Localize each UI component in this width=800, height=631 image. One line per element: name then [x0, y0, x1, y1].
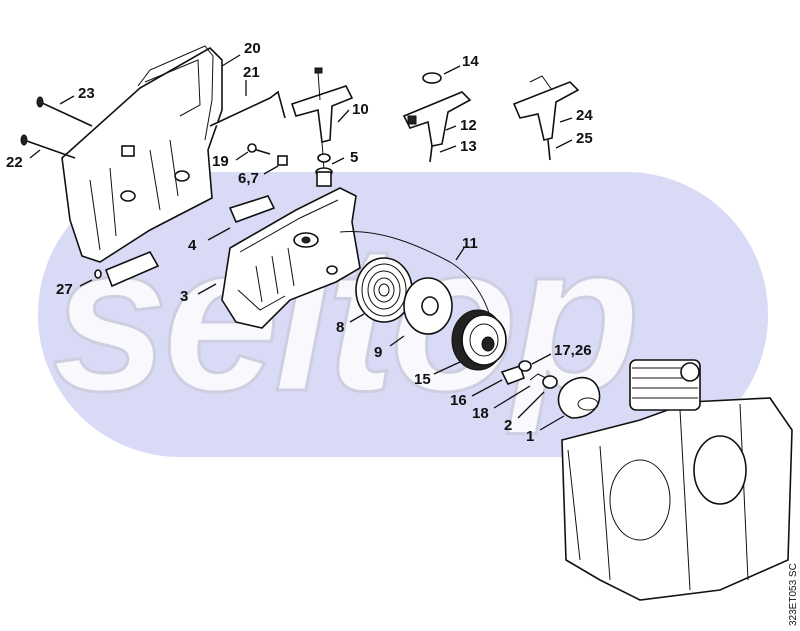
hex-key-21 — [209, 90, 286, 127]
callout-8: 8 — [336, 319, 344, 336]
plate-27 — [94, 250, 160, 288]
callout-16: 16 — [450, 392, 467, 409]
washer-17-26 — [518, 360, 532, 372]
fan-housing-3 — [221, 187, 361, 329]
starter-grip-10 — [290, 67, 354, 171]
callout-5: 5 — [350, 149, 358, 166]
callout-1: 1 — [526, 428, 534, 445]
leader-lines — [29, 54, 573, 431]
callout-17-26: 17,26 — [554, 342, 592, 359]
callout-3: 3 — [180, 288, 188, 305]
grommet-5 — [315, 167, 333, 187]
rope-rotor-15 — [451, 309, 507, 371]
callout-24: 24 — [576, 107, 593, 124]
callout-21: 21 — [243, 64, 260, 81]
engine-crankcase — [561, 359, 793, 601]
callout-13: 13 — [460, 138, 477, 155]
cap-1 — [557, 376, 601, 419]
rewind-spring-8 — [355, 257, 413, 323]
spring-18 — [529, 373, 547, 381]
nut-2 — [542, 375, 558, 389]
starter-grip-12 — [402, 72, 472, 163]
starter-grip-24 — [512, 75, 580, 161]
screw-23 — [36, 96, 93, 127]
callout-10: 10 — [352, 101, 369, 118]
callout-20: 20 — [244, 40, 261, 57]
callout-2: 2 — [504, 417, 512, 434]
callout-6-7: 6,7 — [238, 170, 259, 187]
callout-15: 15 — [414, 371, 431, 388]
callout-23: 23 — [78, 85, 95, 102]
screw-19 — [247, 143, 271, 155]
top-cover-part — [61, 45, 223, 263]
callout-12: 12 — [460, 117, 477, 134]
screw-22 — [20, 134, 76, 159]
rope-11 — [339, 230, 491, 317]
callout-22: 22 — [6, 154, 23, 171]
callout-27: 27 — [56, 281, 73, 298]
callout-11: 11 — [462, 235, 478, 252]
plate-4 — [228, 195, 276, 224]
callout-19: 19 — [212, 153, 229, 170]
callout-25: 25 — [576, 130, 593, 147]
callout-4: 4 — [188, 237, 197, 254]
watermark: seltop — [52, 200, 634, 435]
drawing-code: 323ET053 SC — [788, 563, 799, 626]
nut-6-7 — [277, 155, 288, 166]
washer-9 — [403, 277, 453, 335]
callout-18: 18 — [472, 405, 489, 422]
pawl-16 — [500, 364, 526, 386]
callout-14: 14 — [462, 53, 479, 70]
callout-9: 9 — [374, 344, 382, 361]
